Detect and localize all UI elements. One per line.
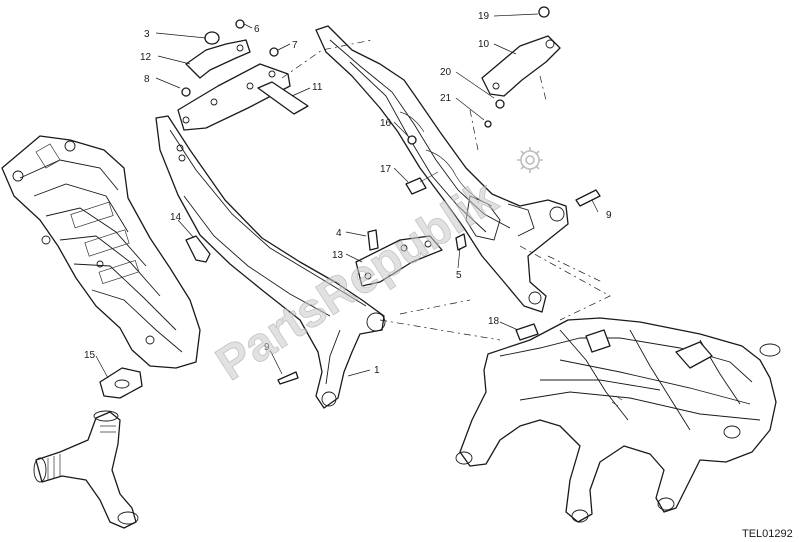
callout-8: 8 (144, 74, 150, 85)
watermark-gear-icon (517, 147, 543, 173)
part-14-bracket (185, 235, 211, 263)
callout-11: 11 (312, 82, 323, 93)
bolt-9-left (277, 371, 299, 385)
callout-14: 14 (170, 212, 182, 223)
callout-9-left: 9 (264, 342, 270, 353)
bolt-9-right (575, 189, 601, 207)
y-hose (33, 410, 139, 529)
callout-4: 4 (336, 228, 342, 239)
callout-10: 10 (478, 39, 490, 50)
leader-lines (95, 13, 599, 379)
rear-subframe-right (315, 25, 569, 313)
bracket-10 (481, 6, 561, 128)
drawing-code: TEL01292 (742, 528, 793, 540)
part-15-grommet (99, 367, 143, 399)
callout-12: 12 (140, 52, 152, 63)
callout-19: 19 (478, 11, 490, 22)
assembly-line-right (519, 245, 611, 321)
callout-3: 3 (144, 29, 150, 40)
callouts: 3 6 12 7 8 11 19 10 20 21 16 17 9 4 13 5… (84, 11, 612, 376)
strap-11 (257, 81, 309, 115)
part-17-clip (405, 171, 439, 195)
callout-13: 13 (332, 250, 344, 261)
rear-subframe-left (155, 115, 386, 409)
callout-1: 1 (374, 365, 380, 376)
callout-21: 21 (440, 93, 452, 104)
callout-6: 6 (254, 24, 260, 35)
callout-20: 20 (440, 67, 452, 78)
main-frame (455, 317, 781, 523)
callout-5: 5 (456, 270, 462, 281)
callout-7: 7 (292, 40, 298, 51)
plug-18 (515, 323, 539, 341)
bracket-upper-left (185, 19, 279, 79)
bolt-5 (455, 233, 467, 251)
callout-15: 15 (84, 350, 96, 361)
bracket-13 (355, 229, 443, 287)
part-16-nut (407, 135, 417, 145)
rear-mudguard (1, 135, 201, 369)
callout-18: 18 (488, 316, 500, 327)
callout-9-right: 9 (606, 210, 612, 221)
assembly-line-lower (379, 299, 501, 341)
bracket-plate-8 (177, 63, 291, 131)
callout-17: 17 (380, 164, 392, 175)
callout-16: 16 (380, 118, 392, 129)
assembly-line-bracket (469, 75, 547, 151)
